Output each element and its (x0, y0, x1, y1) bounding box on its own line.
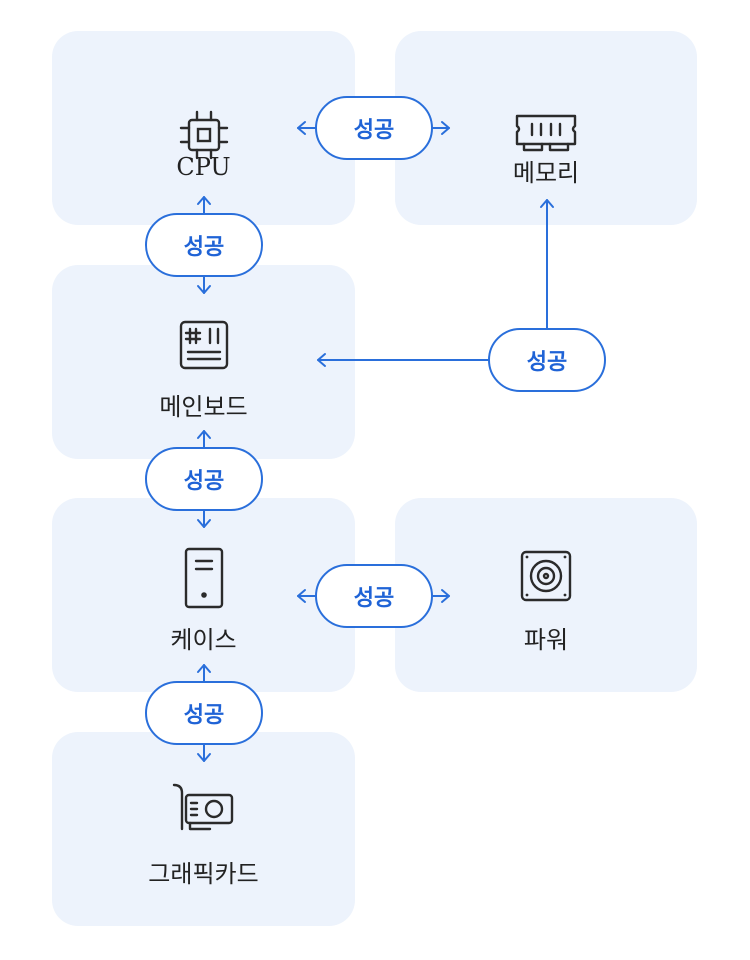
gpu-card: 그래픽카드 (52, 732, 355, 926)
connector-memory-mainboard (317, 199, 554, 367)
mainboard-card: 메인보드 (52, 265, 355, 459)
mainboard-label: 메인보드 (159, 393, 248, 421)
edge-label-cpu-memory: 성공 (315, 96, 433, 160)
edge-label-case-power: 성공 (315, 564, 433, 628)
power-supply-icon (395, 548, 697, 604)
cpu-label: CPU (176, 153, 231, 181)
case-label: 케이스 (170, 626, 237, 654)
ram-memory-icon (395, 109, 697, 155)
power-card: 파워 (395, 498, 697, 692)
memory-label: 메모리 (512, 159, 580, 187)
edge-label-memory-mainboard: 성공 (488, 328, 606, 392)
pc-case-tower-icon (52, 546, 355, 610)
memory-card: 메모리 (395, 31, 697, 225)
cpu-chip-icon (52, 107, 355, 163)
motherboard-icon (52, 317, 355, 373)
gpu-label: 그래픽카드 (148, 860, 259, 888)
edge-label-case-gpu: 성공 (145, 681, 263, 745)
power-label: 파워 (523, 626, 569, 654)
graphics-card-icon (52, 782, 355, 836)
edge-label-mainboard-case: 성공 (145, 447, 263, 511)
edge-label-cpu-mainboard: 성공 (145, 213, 263, 277)
